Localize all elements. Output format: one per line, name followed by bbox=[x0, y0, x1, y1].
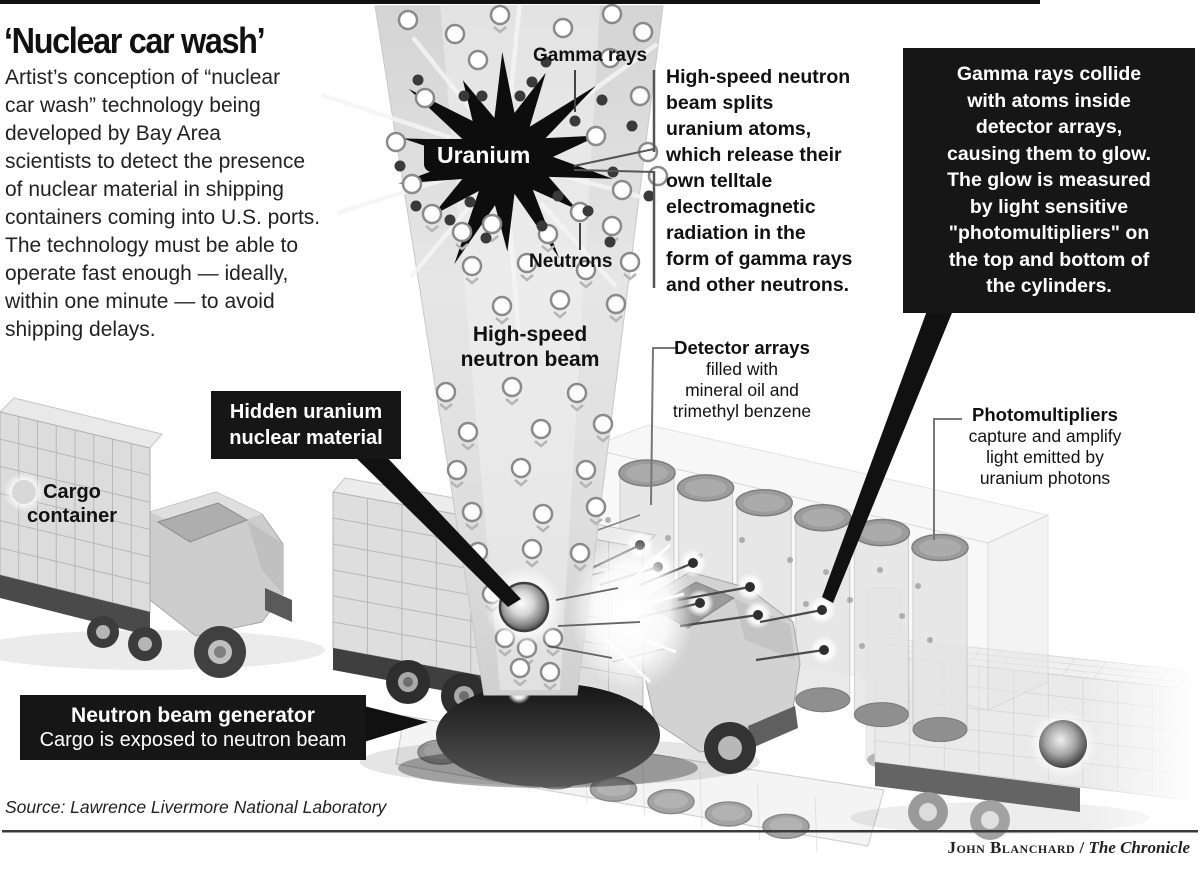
cargo-container-label: Cargo container bbox=[26, 481, 118, 527]
generator-body: Cargo is exposed to neutron beam bbox=[39, 729, 347, 751]
hidden-uranium-box: Hidden uranium nuclear material bbox=[211, 391, 401, 459]
detector-arrays-body: filled with mineral oil and trimethyl be… bbox=[672, 359, 812, 421]
uranium-label: Uranium bbox=[424, 139, 544, 172]
glow-callout-box: Gamma rays collide with atoms inside det… bbox=[903, 48, 1195, 313]
credit-publication: The Chronicle bbox=[1088, 838, 1190, 857]
credit-separator: / bbox=[1075, 838, 1089, 857]
credit-line: John Blanchard / The Chronicle bbox=[947, 838, 1190, 858]
neutrons-label: Neutrons bbox=[529, 251, 613, 272]
beam-label: High-speed neutron beam bbox=[460, 323, 600, 371]
bottom-rule bbox=[2, 830, 1198, 833]
uranium-burst-rays bbox=[320, 0, 659, 339]
truck-left-cab bbox=[149, 491, 292, 678]
pointer-lines bbox=[0, 0, 1198, 833]
top-rule bbox=[0, 0, 1040, 4]
photomultipliers-heading: Photomultipliers bbox=[972, 404, 1118, 425]
generator-box-tail bbox=[364, 706, 428, 742]
source-line: Source: Lawrence Livermore National Labo… bbox=[5, 797, 387, 817]
credit-name: John Blanchard bbox=[947, 838, 1076, 857]
hidden-box-pointer bbox=[350, 452, 521, 607]
intro-paragraph: Artist’s conception of “nuclear car wash… bbox=[5, 66, 321, 341]
generator-heading: Neutron beam generator bbox=[71, 704, 315, 727]
truck-left bbox=[0, 397, 325, 678]
collision-glow bbox=[570, 532, 694, 692]
gamma-rays-label: Gamma rays bbox=[533, 45, 648, 66]
split-callout: High-speed neutron beam splits uranium a… bbox=[666, 66, 853, 296]
page-title: ‘Nuclear car wash’ bbox=[4, 20, 266, 61]
detector-arrays-heading: Detector arrays bbox=[674, 337, 810, 358]
photomultipliers-body: capture and amplify light emitted by ura… bbox=[968, 426, 1122, 488]
glow-box-pointer bbox=[822, 308, 954, 603]
